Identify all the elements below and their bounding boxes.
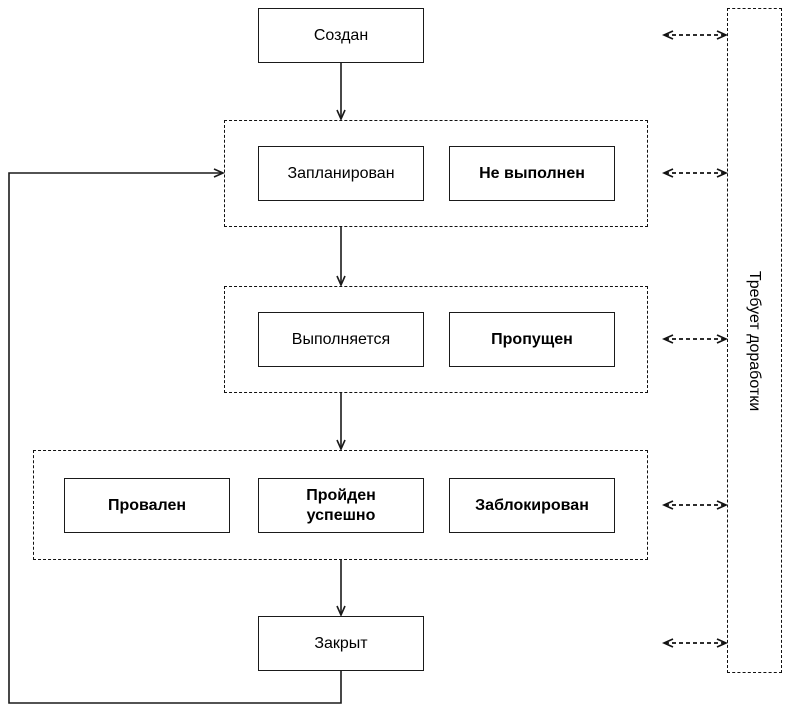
state-label-passed: Пройден успешно (306, 486, 376, 524)
rework-panel-label: Требует доработки (746, 270, 764, 411)
state-label-planned: Запланирован (287, 164, 395, 182)
group-progress-container (224, 286, 648, 393)
state-label-in-progress: Выполняется (291, 330, 391, 348)
feedback-loop-closed-to-planned (8, 168, 342, 704)
state-label-closed: Закрыт (314, 634, 368, 652)
state-box-planned[interactable]: Запланирован (258, 146, 424, 201)
rework-panel[interactable]: Требует доработки (727, 8, 782, 673)
group-results-container (33, 450, 648, 560)
state-box-blocked[interactable]: Заблокирован (449, 478, 615, 533)
state-box-not-done[interactable]: Не выполнен (449, 146, 615, 201)
state-box-passed[interactable]: Пройден успешно (258, 478, 424, 533)
state-label-created: Создан (313, 26, 369, 44)
state-box-created[interactable]: Создан (258, 8, 424, 63)
rework-panel-label-wrap: Требует доработки (728, 9, 781, 672)
state-label-blocked: Заблокирован (475, 496, 589, 514)
state-box-in-progress[interactable]: Выполняется (258, 312, 424, 367)
state-label-not-done: Не выполнен (479, 164, 585, 182)
state-box-failed[interactable]: Провален (64, 478, 230, 533)
state-label-failed: Провален (107, 496, 187, 514)
state-box-skipped[interactable]: Пропущен (449, 312, 615, 367)
state-box-closed[interactable]: Закрыт (258, 616, 424, 671)
state-label-skipped: Пропущен (491, 330, 573, 348)
group-planned-container (224, 120, 648, 227)
